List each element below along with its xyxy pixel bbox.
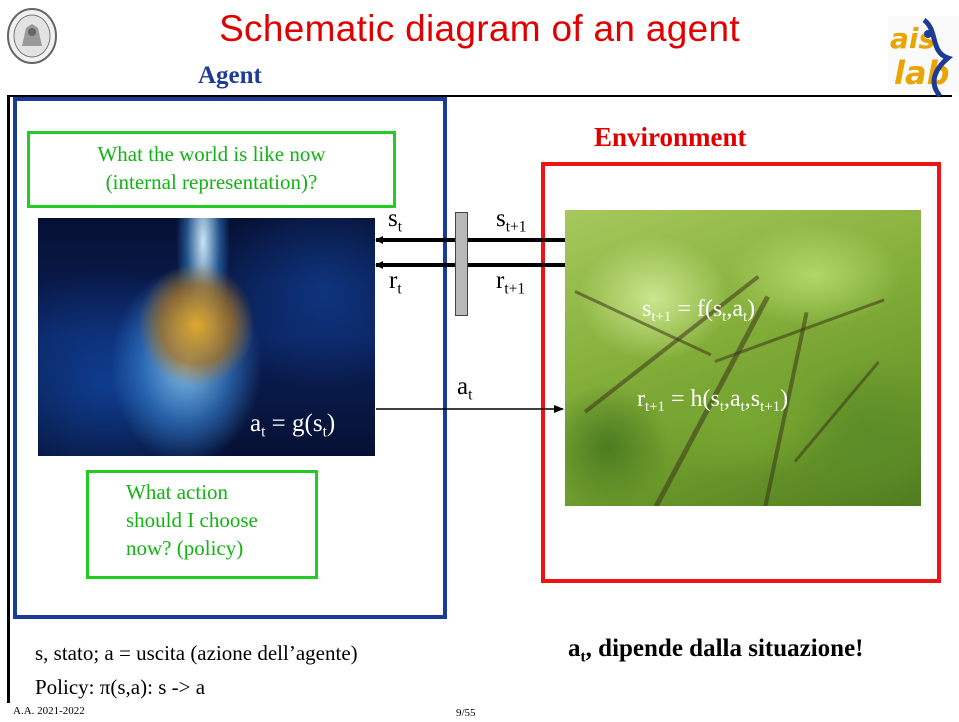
world-question-line1: What the world is like now bbox=[97, 142, 326, 166]
environment-box bbox=[541, 162, 941, 583]
agent-box bbox=[13, 97, 447, 619]
top-rule bbox=[7, 95, 952, 97]
reward-env-label: rt+1 bbox=[496, 267, 526, 298]
slide-title: Schematic diagram of an agent bbox=[219, 8, 740, 49]
definition-note: s, stato; a = uscita (azione dell’agente… bbox=[35, 641, 358, 665]
reward-agent-label: rt bbox=[389, 267, 402, 298]
action-question-line1: What action bbox=[126, 480, 229, 504]
svg-text:lab: lab bbox=[894, 54, 949, 92]
university-seal-logo bbox=[7, 8, 57, 64]
world-state-box: What the world is like now (internal rep… bbox=[27, 131, 396, 208]
conclusion-text: at, dipende dalla situazione! bbox=[568, 635, 864, 666]
action-question-line3: now? (policy) bbox=[126, 536, 244, 560]
action-label: at bbox=[457, 373, 473, 404]
policy-formula: at = g(st) bbox=[250, 410, 336, 441]
state-agent-label: st bbox=[388, 205, 403, 236]
left-rule bbox=[7, 95, 10, 703]
ai-head-image bbox=[38, 218, 375, 456]
state-env-label: st+1 bbox=[496, 205, 527, 236]
signal-delay-barrier bbox=[455, 212, 468, 316]
world-question-line2: (internal representation)? bbox=[105, 170, 318, 194]
policy-note: Policy: π(s,a): s -> a bbox=[35, 675, 206, 699]
aislab-logo: ais lab bbox=[888, 16, 959, 98]
action-question-line2: should I choose bbox=[126, 508, 258, 532]
forest-image bbox=[565, 210, 921, 506]
page-number: 9/55 bbox=[456, 707, 476, 719]
footer-academic-year: A.A. 2021-2022 bbox=[13, 705, 85, 717]
environment-label: Environment bbox=[594, 122, 747, 152]
agent-label: Agent bbox=[198, 62, 262, 89]
reward-function-formula: rt+1 = h(st,at,st+1) bbox=[637, 386, 789, 416]
action-choice-box: What action should I choose now? (policy… bbox=[86, 470, 318, 579]
transition-function-formula: st+1 = f(st,at) bbox=[642, 296, 756, 326]
